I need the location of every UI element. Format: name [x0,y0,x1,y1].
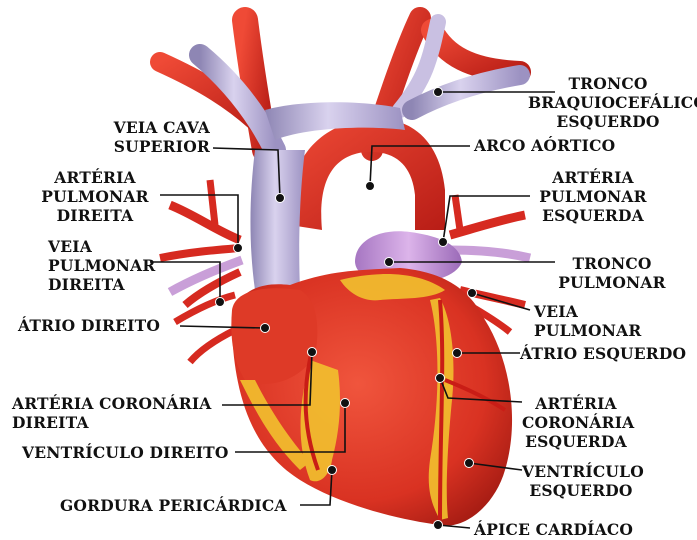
label-arteria-coronaria-direita: ARTÉRIA CORONÁRIA DIREITA [12,394,212,432]
label-ventriculo-esquerdo: VENTRÍCULO ESQUERDO [522,462,640,500]
superior-vena-cava [250,150,305,290]
label-gordura-pericardica: GORDURA PERICÁRDICA [60,496,287,515]
label-atrio-direito: ÁTRIO DIREITO [18,316,160,335]
label-apice-cardiaco: ÁPICE CARDÍACO [474,520,633,539]
label-veia-pulmonar: VEIA PULMONAR [534,302,641,340]
label-tronco-pulmonar: TRONCO PULMONAR [553,254,671,292]
label-tronco-braquiocefalico: TRONCO BRAQUIOCEFÁLICO ESQUERDO [528,74,688,131]
label-ventriculo-direito: VENTRÍCULO DIREITO [22,443,229,462]
label-veia-cava-superior: VEIA CAVA SUPERIOR [92,118,210,156]
label-arteria-pulmonar-direita: ARTÉRIA PULMONAR DIREITA [30,168,160,225]
label-veia-pulmonar-direita: VEIA PULMONAR DIREITA [48,237,155,294]
label-arco-aortico: ARCO AÓRTICO [474,136,615,155]
aortic-arch [289,119,445,230]
label-atrio-esquerdo: ÁTRIO ESQUERDO [520,344,686,363]
right-pulmonary-vessels [160,180,242,362]
label-arteria-pulmonar-esquerda: ARTÉRIA PULMONAR ESQUERDA [530,168,656,225]
label-arteria-coronaria-esquerda: ARTÉRIA CORONÁRIA ESQUERDA [522,394,630,451]
